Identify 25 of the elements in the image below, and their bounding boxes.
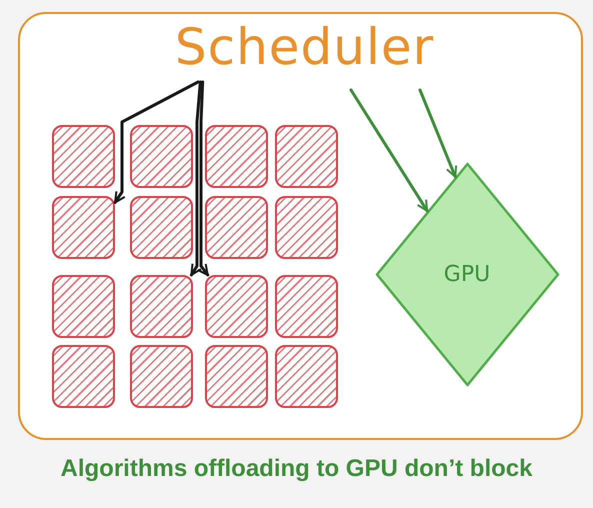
hatched-task-box [204,344,268,408]
arrow [350,88,429,212]
hatched-task-box [204,124,268,188]
hatched-task-box [52,196,114,258]
hatched-task-box [52,344,114,408]
hatched-task-box [204,274,268,338]
hatched-task-box [130,124,192,188]
title-label: Scheduler [174,18,434,76]
frame-box [18,12,583,440]
hatched-task-box [52,274,114,338]
hatched-task-box [274,274,338,338]
caption: Algorithms offloading to GPU don’t block [60,455,532,482]
hatched-task-box [274,124,338,188]
hatched-task-box [274,344,338,408]
arrow [114,80,200,204]
arrow [196,80,210,276]
hatched-task-box [274,196,338,258]
arrow [190,80,202,276]
hatched-task-box [204,196,268,258]
arrow [418,88,458,178]
node-label: GPU [444,262,490,286]
hatched-task-box [130,196,192,258]
hatched-task-box [130,274,192,338]
hatched-task-box [52,124,114,188]
hatched-task-box [130,344,192,408]
